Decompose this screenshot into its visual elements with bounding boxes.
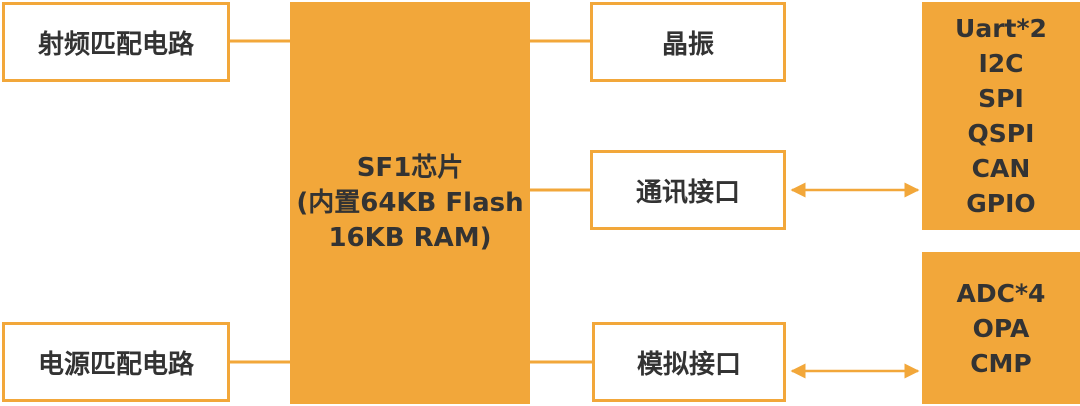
peripheral-adc: ADC*4 bbox=[956, 278, 1046, 308]
peripheral-i2c: I2C bbox=[978, 49, 1024, 78]
chip-ram-spec: 16KB RAM) bbox=[328, 222, 492, 253]
peripheral-gpio: GPIO bbox=[966, 189, 1036, 218]
peripheral-uart: Uart*2 bbox=[955, 14, 1047, 43]
chip-flash-spec: (内置64KB Flash bbox=[296, 187, 524, 218]
rf-matching-circuit-box: 射频匹配电路 bbox=[2, 2, 230, 82]
comm-interface-box: 通讯接口 bbox=[590, 150, 786, 230]
comm-interface-label: 通讯接口 bbox=[635, 177, 740, 208]
rf-matching-circuit-label: 射频匹配电路 bbox=[37, 29, 194, 60]
analog-interface-box: 模拟接口 bbox=[592, 322, 786, 402]
peripheral-can: CAN bbox=[971, 154, 1031, 183]
chip-title: SF1芯片 bbox=[356, 152, 464, 183]
peripheral-opa: OPA bbox=[972, 313, 1030, 343]
peripheral-qspi: QSPI bbox=[967, 119, 1035, 148]
crystal-box: 晶振 bbox=[590, 2, 786, 82]
peripheral-cmp: CMP bbox=[970, 348, 1032, 378]
peripheral-spi: SPI bbox=[978, 84, 1024, 113]
analog-interface-label: 模拟接口 bbox=[636, 349, 741, 380]
analog-peripherals-box: ADC*4 OPA CMP bbox=[922, 252, 1080, 404]
power-matching-circuit-label: 电源匹配电路 bbox=[37, 349, 194, 380]
comm-peripherals-box: Uart*2 I2C SPI QSPI CAN GPIO bbox=[922, 2, 1080, 230]
power-matching-circuit-box: 电源匹配电路 bbox=[2, 322, 230, 402]
crystal-label: 晶振 bbox=[661, 29, 714, 60]
sf1-chip-box: SF1芯片 (内置64KB Flash 16KB RAM) bbox=[290, 2, 530, 404]
